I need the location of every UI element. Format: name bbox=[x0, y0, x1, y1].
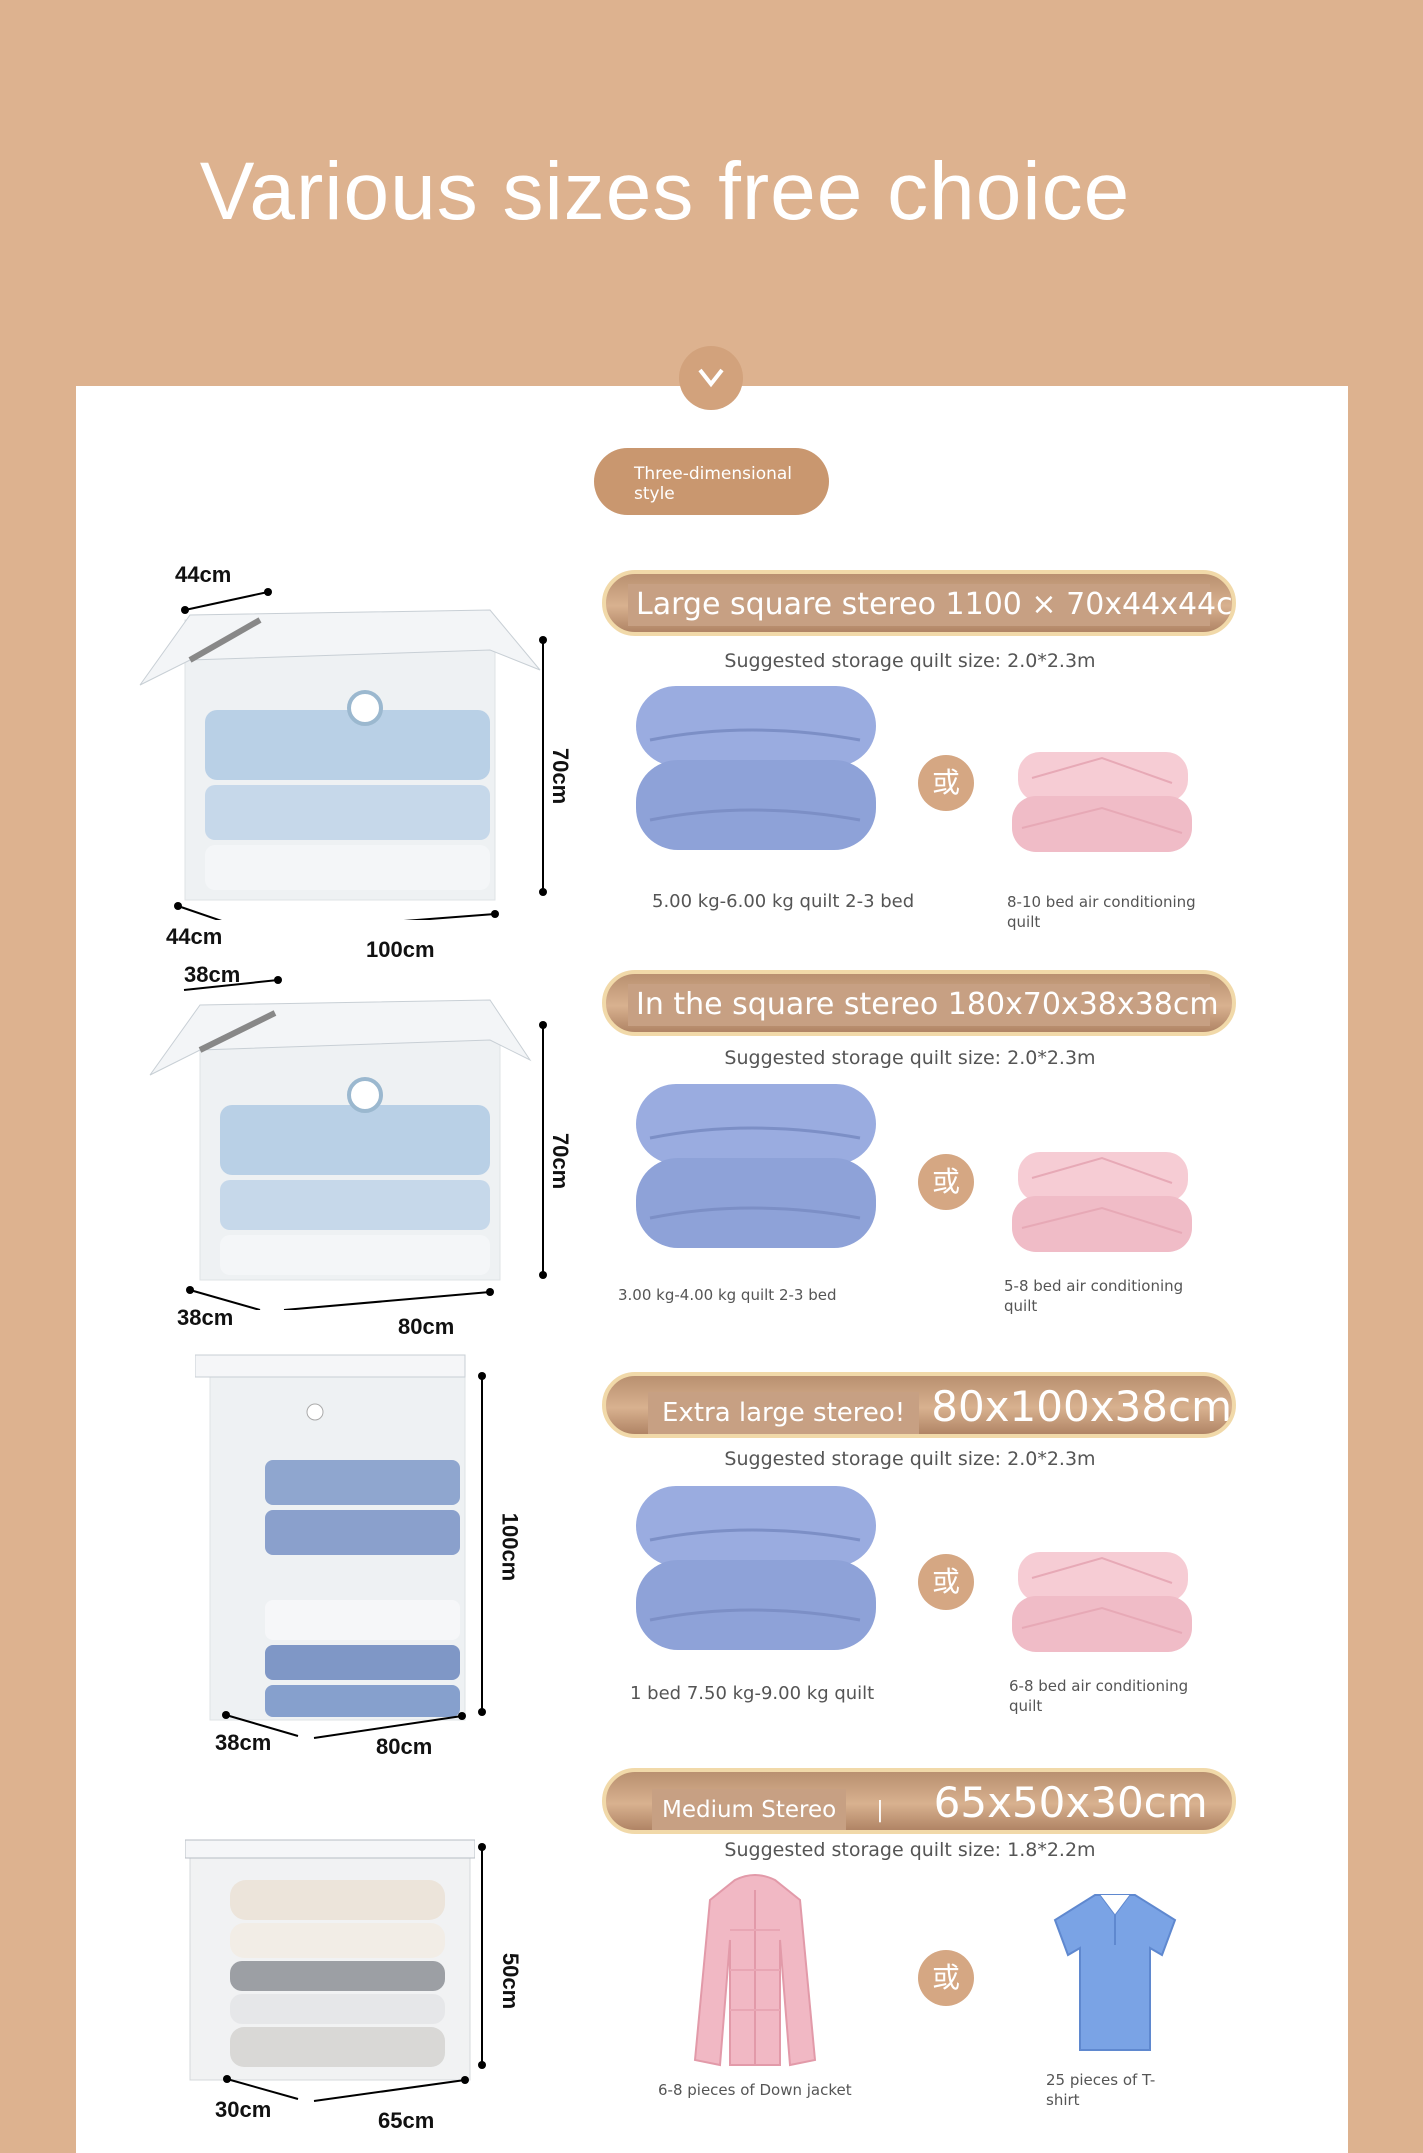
banner-name: Extra large stereo! bbox=[648, 1392, 920, 1434]
style-tab-label: Three-dimensional style bbox=[634, 464, 793, 504]
blue-quilt-image bbox=[630, 680, 880, 860]
pink-quilt-image bbox=[1012, 1148, 1197, 1258]
page-title: Various sizes free choice bbox=[199, 146, 1131, 237]
size-banner-medium-square: In the square stereo 180x70x38x38cm bbox=[602, 970, 1236, 1036]
dim-height: 100cm bbox=[497, 1512, 523, 1582]
suggested-size: Suggested storage quilt size: 2.0*2.3m bbox=[724, 1047, 1096, 1069]
bag-medium-square bbox=[145, 985, 545, 1295]
suggested-size: Suggested storage quilt size: 2.0*2.3m bbox=[724, 650, 1096, 672]
t-shirt-image bbox=[1050, 1890, 1180, 2055]
dim-width: 100cm bbox=[366, 937, 435, 962]
banner-separator: | bbox=[876, 1798, 884, 1823]
dimension-lines-2 bbox=[183, 976, 547, 1310]
right-caption: 6-8 bed air conditioning quilt bbox=[1009, 1677, 1189, 1715]
suggested-size: Suggested storage quilt size: 2.0*2.3m bbox=[724, 1448, 1096, 1470]
blue-quilt-image bbox=[630, 1480, 880, 1660]
or-badge: 或 bbox=[918, 755, 974, 811]
scroll-down-button[interactable] bbox=[679, 346, 743, 410]
bag-medium-stereo bbox=[185, 1835, 475, 2085]
dim-height: 70cm bbox=[548, 747, 574, 805]
banner-size: 65x50x30cm bbox=[933, 1778, 1208, 1827]
size-banner-extra-large: Extra large stereo! 80x100x38cm bbox=[602, 1372, 1236, 1438]
down-jacket-image bbox=[680, 1870, 830, 2070]
dimension-lines-1 bbox=[174, 588, 547, 920]
pink-quilt-image bbox=[1012, 1548, 1197, 1658]
pink-quilt-image bbox=[1012, 748, 1197, 858]
left-caption: 1 bed 7.50 kg-9.00 kg quilt bbox=[630, 1683, 875, 1704]
dim-depth: 30cm bbox=[215, 2097, 272, 2122]
or-badge: 或 bbox=[918, 1154, 974, 1210]
dim-width: 65cm bbox=[378, 2108, 435, 2133]
dim-height: 70cm bbox=[548, 1132, 574, 1190]
dim-top: 44cm bbox=[175, 562, 232, 587]
dimension-lines-4 bbox=[223, 1843, 486, 2102]
bag-extra-large bbox=[195, 1350, 475, 1730]
left-caption: 5.00 kg-6.00 kg quilt 2-3 bed bbox=[652, 891, 915, 912]
suggested-size: Suggested storage quilt size: 1.8*2.2m bbox=[724, 1839, 1096, 1861]
dim-depth: 38cm bbox=[215, 1730, 272, 1755]
size-banner-medium-stereo: Medium Stereo | 65x50x30cm bbox=[602, 1768, 1236, 1834]
style-tab-three-dimensional[interactable]: Three-dimensional style bbox=[594, 448, 829, 515]
dim-width: 80cm bbox=[398, 1314, 455, 1339]
size-banner-large: Large square stereo 1100 × 70x44x44cm bbox=[602, 570, 1236, 636]
banner-name: Medium Stereo bbox=[652, 1789, 847, 1830]
bag-large-square bbox=[130, 590, 550, 920]
dim-width: 80cm bbox=[376, 1734, 433, 1759]
right-caption: 5-8 bed air conditioning quilt bbox=[1004, 1277, 1184, 1315]
right-caption: 25 pieces of T-shirt bbox=[1046, 2071, 1156, 2109]
chevron-down-icon bbox=[698, 368, 724, 388]
dim-depth: 38cm bbox=[177, 1305, 234, 1330]
dim-depth: 44cm bbox=[166, 924, 223, 949]
banner-text: Large square stereo 1100 × 70x44x44cm bbox=[628, 584, 1232, 626]
banner-text: In the square stereo 180x70x38x38cm bbox=[628, 984, 1219, 1026]
dim-top: 38cm bbox=[184, 962, 241, 987]
dim-height: 50cm bbox=[498, 1952, 524, 2010]
left-caption: 6-8 pieces of Down jacket bbox=[658, 2081, 852, 2099]
banner-size: 80x100x38cm bbox=[931, 1382, 1233, 1431]
blue-quilt-image bbox=[630, 1078, 880, 1258]
or-badge: 或 bbox=[918, 1554, 974, 1610]
right-caption: 8-10 bed air conditioning quilt bbox=[1007, 893, 1196, 931]
left-caption: 3.00 kg-4.00 kg quilt 2-3 bed bbox=[618, 1286, 837, 1304]
or-badge: 或 bbox=[918, 1950, 974, 2006]
dimension-lines-3 bbox=[222, 1372, 486, 1739]
